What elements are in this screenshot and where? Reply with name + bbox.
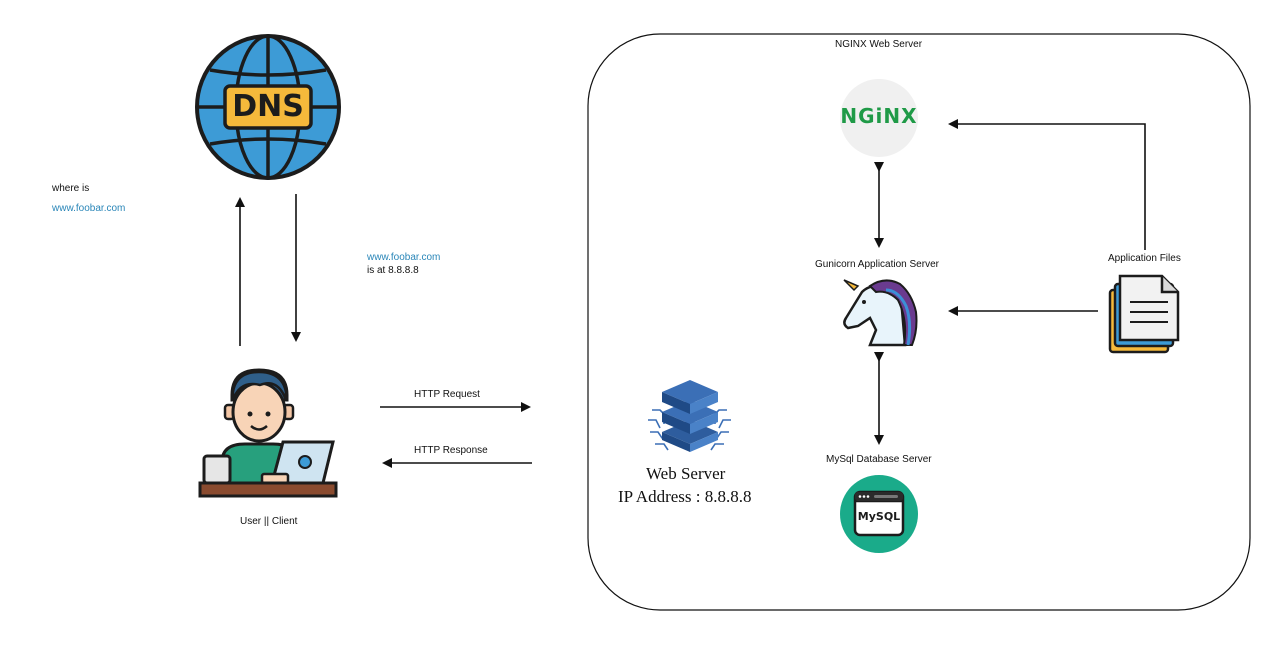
files-to-nginx-arrow bbox=[948, 119, 1146, 250]
mysql-logo bbox=[840, 475, 918, 553]
client-label: User || Client bbox=[240, 516, 298, 527]
dns-query-line1: where is bbox=[52, 183, 90, 194]
application-files-icon bbox=[1108, 274, 1180, 354]
nginx-server-box bbox=[587, 33, 1251, 611]
dns-query-domain: www.foobar.com bbox=[52, 203, 126, 214]
dns-label: DNS bbox=[232, 89, 304, 124]
nginx-logo-text: NGiNX bbox=[840, 104, 918, 128]
mysql-logo-text: MySQL bbox=[857, 510, 901, 523]
user-client-icon bbox=[198, 368, 338, 498]
server-stack-icon bbox=[648, 380, 731, 452]
dns-plate bbox=[223, 84, 313, 130]
dns-answer-ip: is at 8.8.8.8 bbox=[367, 265, 419, 276]
dns-answer-domain: www.foobar.com bbox=[367, 252, 441, 263]
http-response-label: HTTP Response bbox=[414, 445, 488, 456]
dns-globe-icon bbox=[195, 34, 341, 180]
gunicorn-unicorn-icon bbox=[843, 279, 918, 347]
gunicorn-label: Gunicorn Application Server bbox=[815, 259, 939, 270]
mysql-label: MySql Database Server bbox=[826, 454, 932, 465]
nginx-box-title: NGINX Web Server bbox=[835, 39, 923, 50]
app-files-label: Application Files bbox=[1108, 253, 1181, 264]
web-server-title: Web Server bbox=[646, 464, 726, 483]
http-request-label: HTTP Request bbox=[414, 389, 480, 400]
nginx-logo-circle bbox=[840, 79, 918, 157]
web-server-ip: IP Address : 8.8.8.8 bbox=[618, 487, 752, 506]
